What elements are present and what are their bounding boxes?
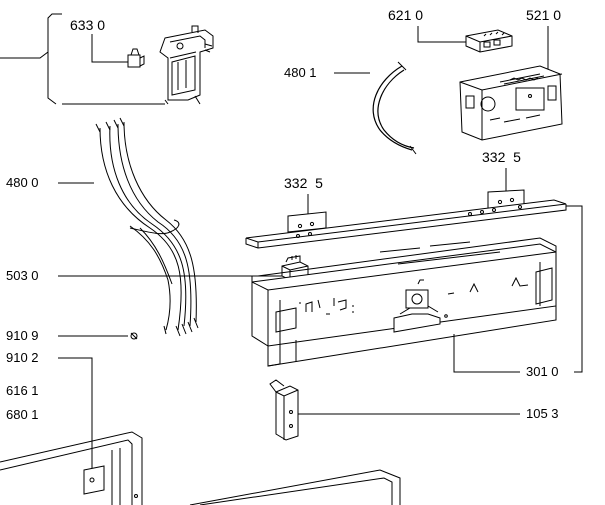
label-616-1: 616 1 [6, 383, 39, 398]
bracket-group-633 [0, 14, 165, 104]
label-332-5-right: 332 5 [482, 149, 521, 165]
label-480-1: 480 1 [284, 65, 317, 80]
part-480-0-harness [96, 118, 198, 336]
label-332-5-left: 332 5 [284, 175, 323, 191]
label-480-0: 480 0 [6, 175, 39, 190]
part-910-9-screw [131, 333, 137, 339]
part-633-small-switch [128, 49, 144, 67]
part-105-3-bracket [270, 380, 298, 440]
leader-3010-right [566, 206, 582, 372]
label-521-0: 521 0 [526, 7, 562, 23]
part-480-1-cable [373, 62, 416, 154]
leader-3010-bottom [454, 334, 520, 372]
part-521-control-board [460, 66, 562, 140]
label-910-2: 910 2 [6, 350, 39, 365]
part-633-holder-assembly [160, 26, 213, 104]
label-910-9: 910 9 [6, 328, 39, 343]
label-503-0: 503 0 [6, 268, 39, 283]
label-301-0: 301 0 [526, 364, 559, 379]
leader-621 [418, 26, 466, 42]
label-633-0: 633 0 [70, 17, 106, 33]
part-621-connector [466, 30, 512, 52]
part-long-strip [246, 200, 566, 248]
label-105-3: 105 3 [526, 406, 559, 421]
label-680-1: 680 1 [6, 407, 39, 422]
part-301-0-control-panel [252, 238, 556, 366]
label-621-0: 621 0 [388, 7, 424, 23]
part-door-left [0, 432, 142, 505]
leader-9102 [58, 358, 92, 478]
part-door-right [190, 470, 400, 505]
leader-633 [92, 34, 128, 62]
